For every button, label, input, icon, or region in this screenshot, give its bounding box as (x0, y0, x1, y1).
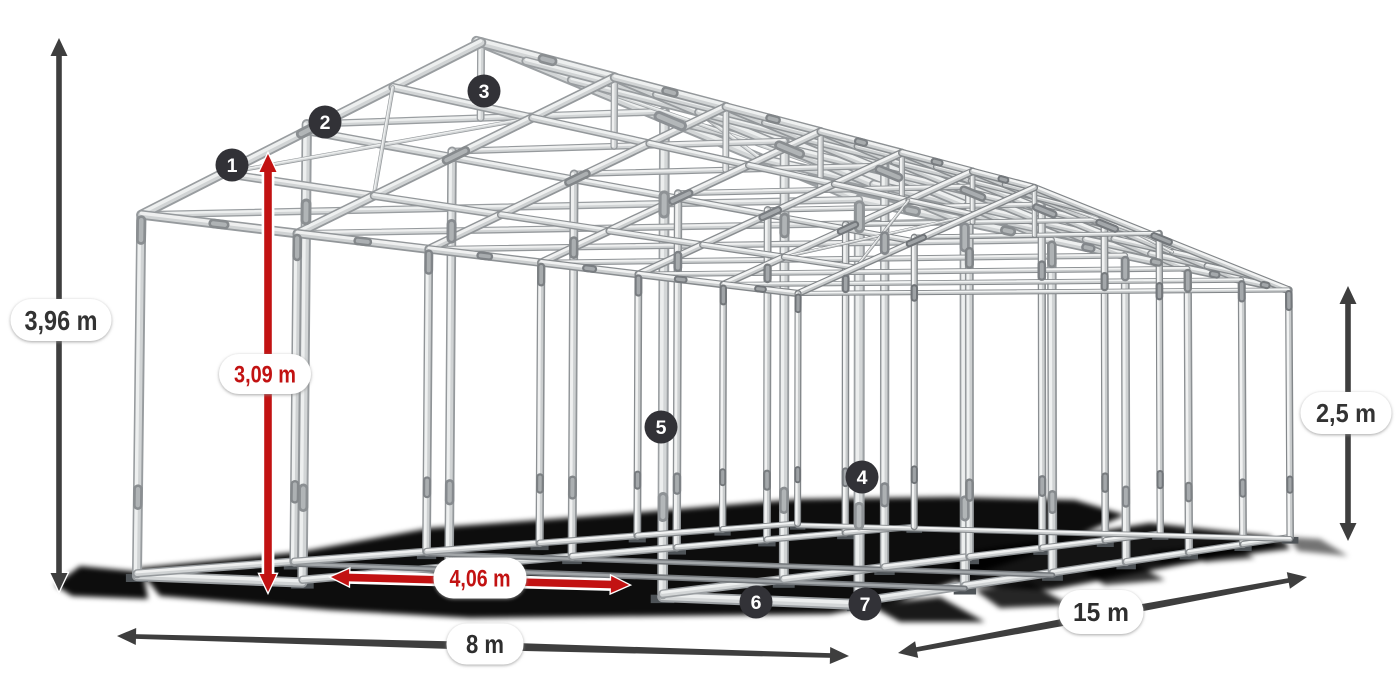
svg-text:6: 6 (751, 592, 762, 614)
svg-text:5: 5 (656, 417, 667, 439)
svg-text:2,5 m: 2,5 m (1316, 398, 1376, 428)
svg-text:3,09 m: 3,09 m (234, 362, 296, 389)
svg-text:1: 1 (227, 155, 238, 177)
svg-text:2: 2 (320, 112, 331, 134)
svg-text:15 m: 15 m (1073, 597, 1129, 627)
svg-text:3: 3 (479, 81, 490, 103)
svg-text:8 m: 8 m (466, 629, 504, 659)
svg-text:3,96 m: 3,96 m (25, 305, 98, 336)
svg-text:4,06 m: 4,06 m (450, 566, 511, 593)
svg-text:7: 7 (860, 594, 871, 616)
svg-text:4: 4 (857, 467, 868, 489)
